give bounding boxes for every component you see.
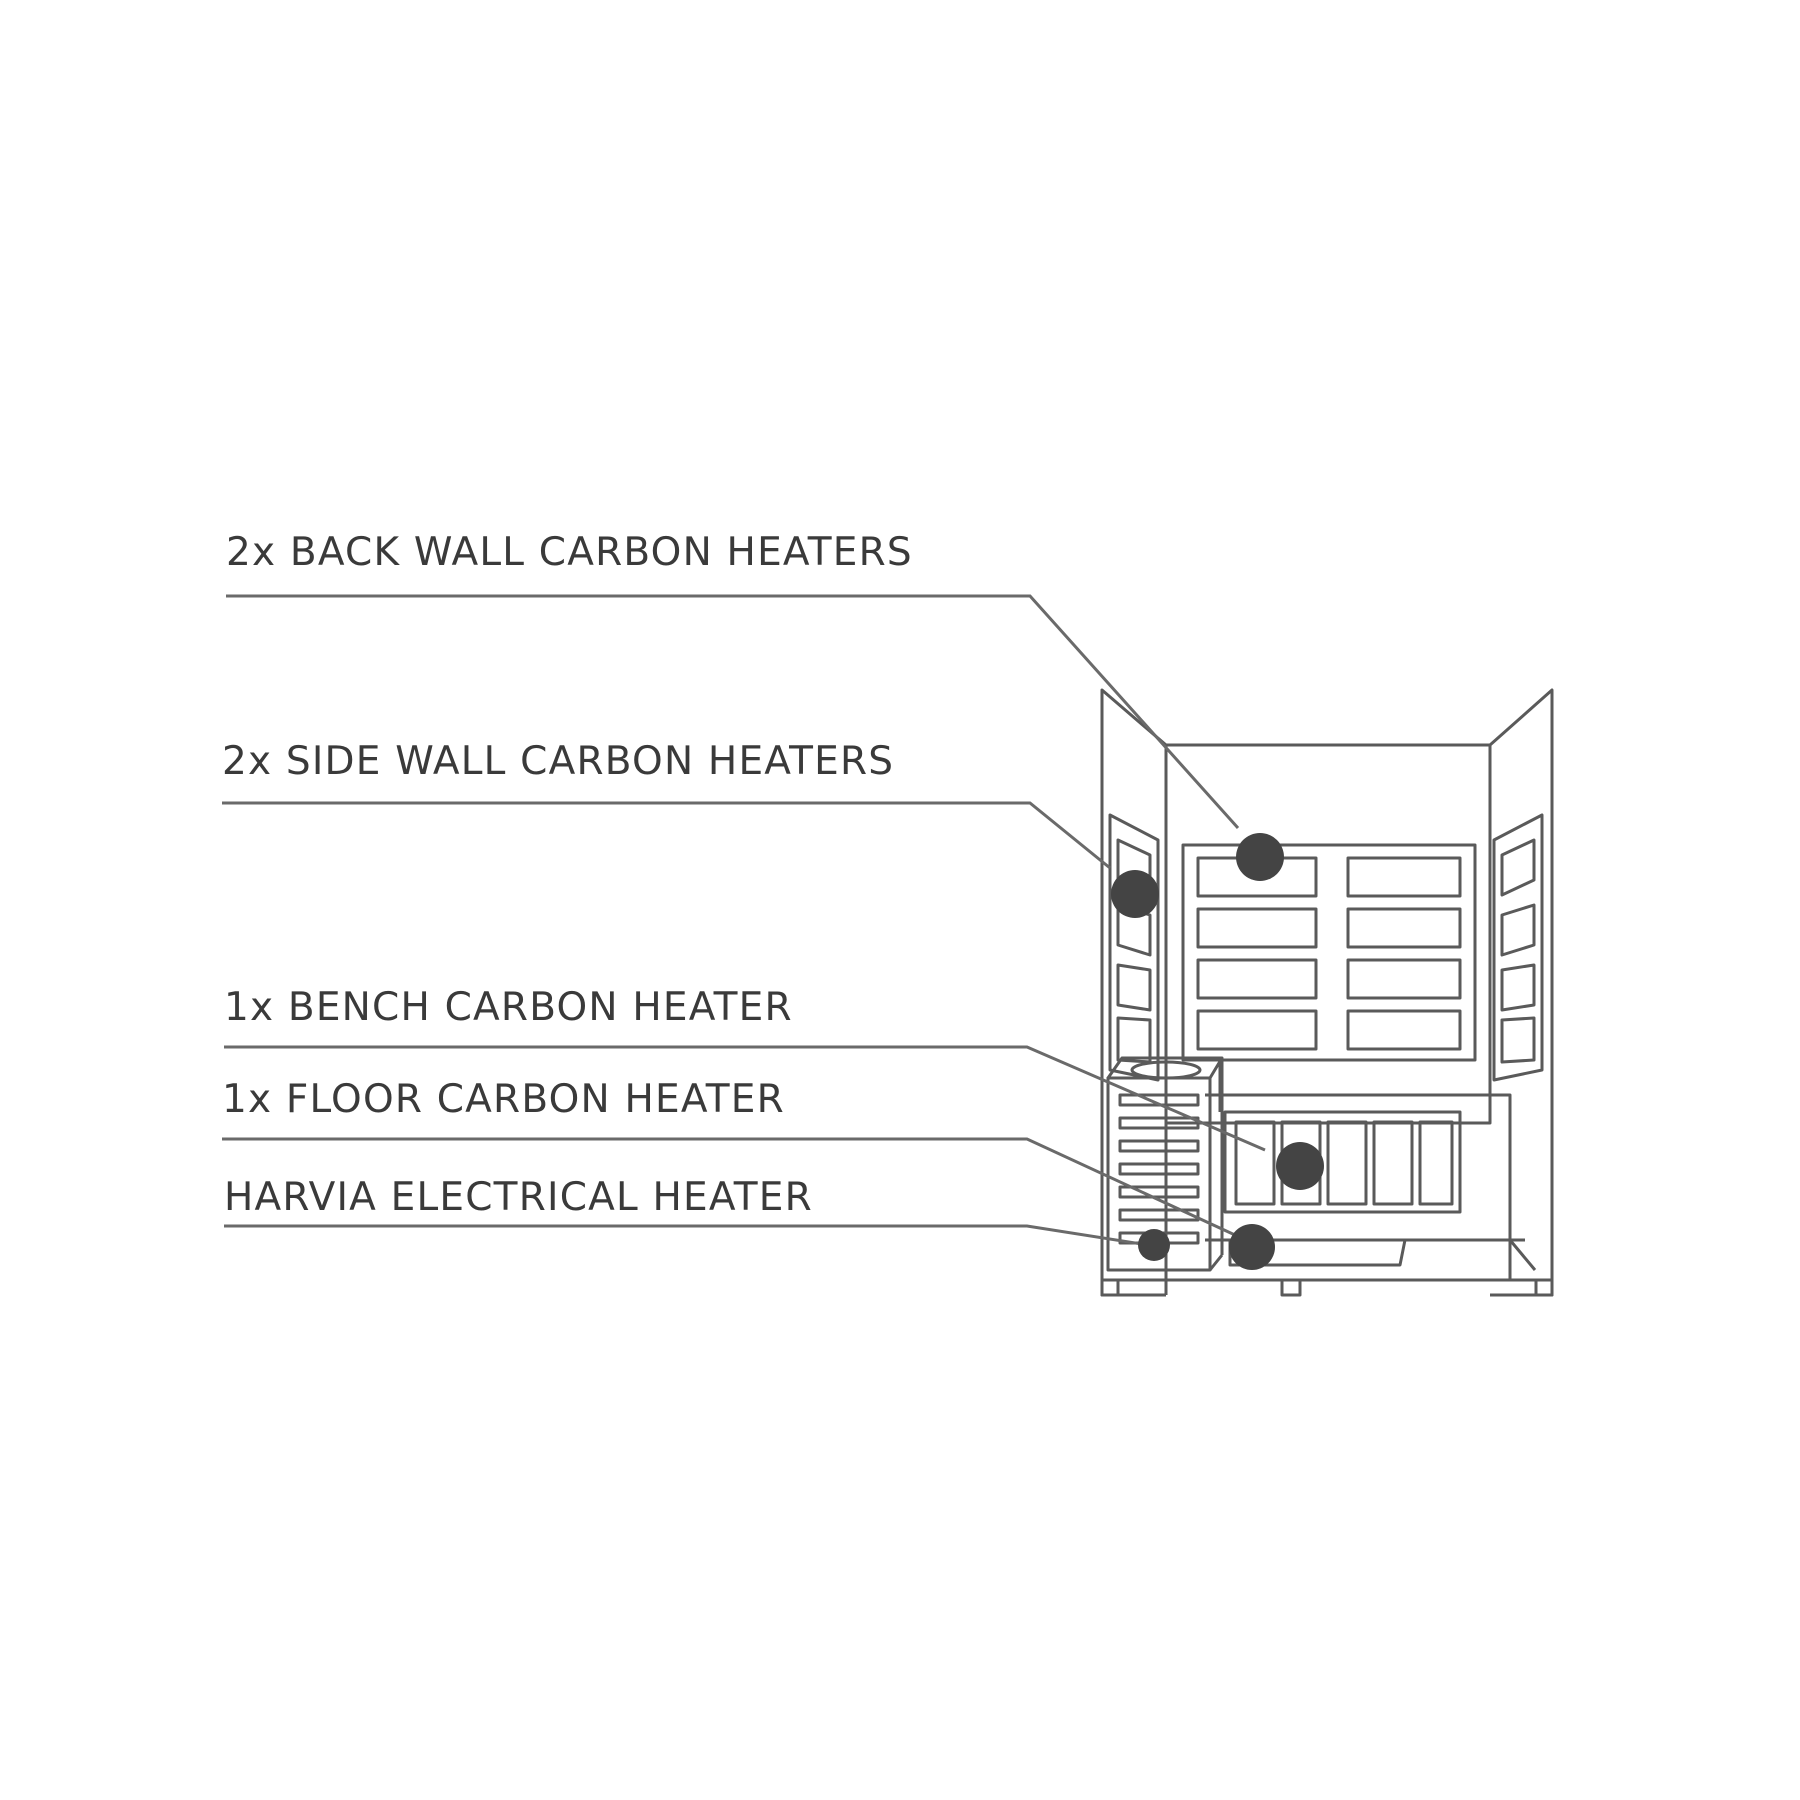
label-bench-heater: 1x BENCH CARBON HEATER	[224, 985, 793, 1030]
right-heater-frame	[1492, 813, 1544, 1082]
foot-center	[1280, 1278, 1302, 1297]
stove-slat	[1118, 1139, 1200, 1153]
stove-slat	[1118, 1185, 1200, 1199]
left-side-heater	[1108, 813, 1160, 1082]
label-floor-heater: 1x FLOOR CARBON HEATER	[222, 1077, 785, 1122]
right-side-wall	[1489, 688, 1554, 1297]
leader-harvia	[224, 1224, 1149, 1247]
leader-floor	[222, 1137, 1236, 1237]
leader-lines	[222, 594, 1266, 1247]
floor-heater	[1228, 1238, 1407, 1267]
back-heater-panel	[1196, 958, 1318, 1000]
bench-heater-frame	[1223, 1110, 1462, 1214]
right-heater-panel	[1500, 903, 1536, 957]
left-heater-panel	[1116, 1016, 1152, 1064]
bench-heater-panel	[1234, 1120, 1276, 1206]
marker-back-wall	[1236, 833, 1284, 881]
leader-side-wall	[222, 801, 1111, 870]
marker-harvia	[1138, 1229, 1170, 1261]
back-heater-panel	[1196, 1009, 1318, 1051]
label-harvia-heater: HARVIA ELECTRICAL HEATER	[224, 1175, 813, 1220]
right-heater-panel	[1500, 963, 1536, 1012]
back-wall-heaters	[1181, 843, 1477, 1062]
foot-right	[1534, 1278, 1554, 1297]
bench-heater-panel	[1326, 1120, 1368, 1206]
back-heater-panel	[1346, 1009, 1462, 1051]
stove-stone-basket	[1130, 1060, 1202, 1080]
back-heater-panel	[1346, 907, 1462, 949]
bench-heater-panel	[1418, 1120, 1454, 1206]
marker-floor	[1229, 1224, 1275, 1270]
stove-side-bottom	[1208, 1254, 1224, 1271]
right-heater-panel	[1500, 838, 1536, 897]
back-heater-panel	[1346, 958, 1462, 1000]
left-side-wall	[1100, 688, 1168, 1297]
marker-side-wall	[1111, 870, 1159, 918]
stove-slat	[1118, 1208, 1200, 1222]
left-heater-frame	[1108, 813, 1160, 1082]
label-side-wall-heaters: 2x SIDE WALL CARBON HEATERS	[222, 739, 895, 784]
right-heater-panel	[1500, 1016, 1536, 1064]
stove-slat	[1118, 1116, 1200, 1130]
bench-heater-panel	[1372, 1120, 1414, 1206]
left-heater-panel	[1116, 963, 1152, 1012]
back-heater-frame	[1181, 843, 1477, 1062]
back-heater-panel	[1346, 856, 1462, 898]
stove-slat	[1118, 1162, 1200, 1176]
markers	[1111, 833, 1324, 1270]
floor-edge	[1508, 1239, 1537, 1271]
back-heater-panel	[1196, 907, 1318, 949]
right-side-heater	[1492, 813, 1544, 1082]
harvia-stove	[1106, 1056, 1224, 1272]
marker-bench	[1276, 1142, 1324, 1190]
foot-left	[1100, 1278, 1120, 1297]
sauna-cabin	[1100, 688, 1554, 1297]
leader-back-wall	[226, 594, 1240, 830]
label-back-wall-heaters: 2x BACK WALL CARBON HEATERS	[226, 530, 913, 575]
leader-bench	[224, 1045, 1266, 1152]
